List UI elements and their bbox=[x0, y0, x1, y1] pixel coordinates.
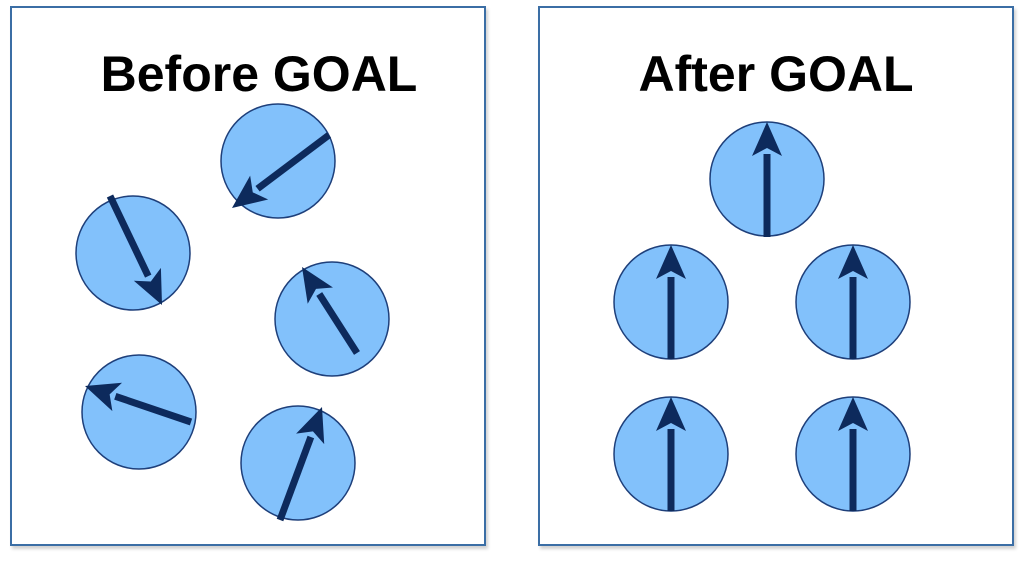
after-goal-diagram bbox=[613, 121, 911, 512]
arrow-up-head-icon bbox=[656, 245, 686, 279]
after-spin-2 bbox=[613, 244, 729, 360]
arrow-down-right-head-icon bbox=[133, 267, 162, 305]
arrow-up-left-shaft bbox=[316, 292, 360, 355]
before-goal-panel: Before GOAL bbox=[10, 6, 486, 546]
before-goal-title: Before GOAL bbox=[100, 46, 418, 102]
arrow-up-right-head-icon bbox=[296, 407, 325, 445]
arrow-up-head-icon bbox=[752, 122, 782, 156]
arrow-down-left-head-icon bbox=[232, 175, 269, 208]
before-spin-5 bbox=[240, 405, 356, 522]
arrow-down-left-shaft bbox=[255, 132, 332, 192]
after-spin-3 bbox=[795, 244, 911, 360]
arrow-up-head-icon bbox=[838, 397, 868, 431]
arrow-up-head-icon bbox=[838, 245, 868, 279]
before-spin-circle bbox=[75, 195, 191, 311]
before-spin-4 bbox=[81, 354, 197, 470]
arrow-left-shaft bbox=[114, 392, 193, 426]
before-spin-circle bbox=[81, 354, 197, 470]
arrow-up-left-head-icon bbox=[302, 267, 333, 304]
after-goal-title: After GOAL bbox=[638, 46, 914, 102]
arrow-up-right-shaft bbox=[276, 435, 315, 522]
after-spin-1 bbox=[709, 121, 825, 237]
arrow-up-head-icon bbox=[656, 397, 686, 431]
after-spin-4 bbox=[613, 396, 729, 512]
arrow-left-head-icon bbox=[85, 382, 123, 412]
after-goal-panel: After GOAL bbox=[538, 6, 1014, 546]
arrow-down-right-shaft bbox=[106, 194, 152, 278]
before-spin-1 bbox=[220, 103, 336, 219]
before-spin-3 bbox=[274, 261, 390, 377]
after-spin-5 bbox=[795, 396, 911, 512]
before-spin-2 bbox=[75, 194, 191, 311]
before-goal-diagram bbox=[75, 103, 390, 522]
